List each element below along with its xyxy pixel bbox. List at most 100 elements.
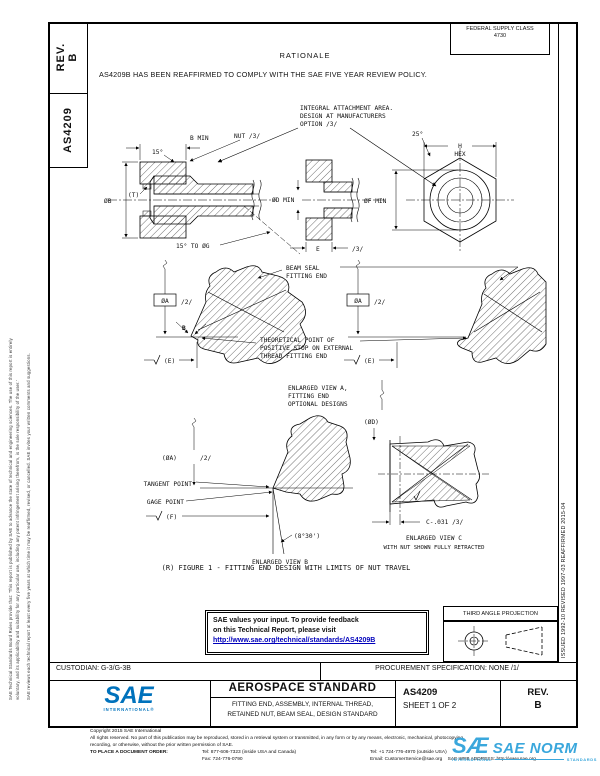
hex-label: HEX	[454, 151, 465, 158]
left-margin-note-1: SAE Technical Standards Board Rules prov…	[8, 338, 13, 700]
dia-b-label: ØB	[104, 197, 112, 205]
dia-a-box-right: ØA	[354, 297, 362, 305]
third-angle-projection-icon	[458, 626, 543, 656]
web-address: SAE WEB ADDRESS: http://www.sae.org	[447, 756, 536, 762]
theoretical-line1: THEORETICAL POINT OF	[260, 337, 335, 344]
feedback-box: SAE values your input. To provide feedba…	[205, 610, 429, 655]
sheet-number: SHEET 1 OF 2	[403, 701, 457, 710]
enlarged-b-caption: ENLARGED VIEW B	[252, 559, 308, 566]
enlarged-view-b	[200, 415, 353, 555]
left-margin-note-2: voluntary, and its applicability and sui…	[15, 380, 20, 700]
copyright-line1: Copyright 2015 SAE International	[90, 729, 162, 734]
titleblock-top-border	[48, 662, 576, 663]
fsc-line2: 4730	[493, 33, 507, 40]
figure-caption: (R) FIGURE 1 - FITTING END DESIGN WITH L…	[162, 564, 411, 572]
fax-number: Fax: 724-776-0790	[202, 756, 243, 762]
cell-divider-2	[395, 680, 396, 726]
angle-830-label: (8°30')	[294, 532, 320, 540]
e-dim-label: E	[316, 246, 320, 253]
enlarged-view-a-left	[156, 265, 307, 364]
watermark-name: SAE NORM	[492, 740, 578, 757]
titleblock-row-divider	[48, 680, 576, 681]
c-dim-label: C-.031 /3/	[426, 519, 464, 526]
flag2-left: /2/	[181, 299, 192, 306]
enlarged-a-line2: FITTING END	[288, 393, 329, 400]
nut-label: NUT /3/	[234, 133, 260, 140]
sae-logo: SAE	[104, 682, 154, 709]
gage-point-label: GAGE POINT	[147, 499, 185, 506]
sae-logo-cell: SAE INTERNATIONAL®	[48, 680, 210, 726]
theoretical-line2: POSITIVE STOP ON EXTERNAL	[260, 345, 353, 352]
rev-cell: REV. B	[500, 680, 576, 726]
tangent-point-label: TANGENT POINT	[144, 481, 193, 488]
integral-note-line3: OPTION /3/	[300, 121, 338, 128]
watermark-divider-line	[495, 759, 564, 760]
federal-supply-class-box: FEDERAL SUPPLY CLASS 4730	[450, 22, 550, 55]
copyright-line3: recording, or otherwise, without the pri…	[90, 742, 234, 748]
projection-symbol-box	[443, 621, 558, 662]
doc-number-box: AS4209	[48, 94, 88, 168]
drawing-frame	[48, 22, 578, 728]
standard-title-cell: AEROSPACE STANDARD FITTING END, ASSEMBLY…	[210, 680, 395, 726]
hex-view-dims: H HEX 25° ØF MIN	[364, 130, 497, 231]
titleblock-rev-value: B	[534, 700, 542, 711]
titleblock-rev-label: REV.	[527, 687, 549, 698]
enlarged-c-caption-line1: ENLARGED VIEW C	[406, 535, 462, 542]
integral-note-line1: INTEGRAL ATTACHMENT AREA.	[300, 105, 393, 112]
standard-type: AEROSPACE STANDARD	[210, 680, 395, 698]
section-view-nut-forward-dims: ØB B MIN NUT /3/ 15° (T) 15° TO ØG	[104, 133, 271, 250]
rev-box: REV. B	[48, 22, 88, 94]
dia-a-ref-label: (ØA)	[162, 454, 177, 462]
rev-value: B	[67, 53, 80, 62]
detail-b-marker: B	[182, 325, 186, 332]
surface-finish-check-icon	[413, 490, 421, 501]
enlarged-view-a-right	[348, 267, 547, 364]
cell-divider-3	[500, 680, 501, 726]
watermark-sub-left: INTERNATIONAL	[452, 757, 493, 762]
rev-label: REV.	[55, 43, 68, 72]
integral-attachment-note: INTEGRAL ATTACHMENT AREA. DESIGN AT MANU…	[217, 105, 437, 187]
b-min-label: B MIN	[190, 135, 209, 142]
watermark-sub-right: STANDARDS	[566, 757, 597, 762]
enlarged-view-c-dims: (ØD) C-.031 /3/ ENLARGED VIEW C WITH NUT…	[364, 418, 485, 551]
flag2-right: /2/	[374, 299, 385, 306]
integral-note-line2: DESIGN AT MANUFACTURERS	[300, 113, 386, 120]
section-view-nut-retracted	[302, 159, 384, 241]
theoretical-point-note: THEORETICAL POINT OF POSITIVE STOP ON EX…	[201, 336, 467, 360]
hex-end-view	[406, 148, 514, 252]
figure-1-drawing: INTEGRAL ATTACHMENT AREA. DESIGN AT MANU…	[104, 105, 547, 572]
flag2-view-b: /2/	[200, 455, 211, 462]
standard-subtitle-2: RETAINED NUT, BEAM SEAL, DESIGN STANDARD	[227, 710, 378, 718]
standard-subtitle-1: FITTING END, ASSEMBLY, INTERNAL THREAD,	[231, 701, 374, 708]
cone-label: 15° TO ØG	[176, 242, 210, 250]
feedback-link[interactable]: http://www.sae.org/technical/standards/A…	[213, 637, 376, 645]
sae-norm-watermark: SÆ SAE NORM INTERNATIONAL STANDARDS	[452, 735, 597, 763]
tel-outside: Tel: +1 724-776-4970 (outside USA)	[370, 749, 447, 755]
custodian-divider	[320, 662, 321, 680]
theoretical-line3: THREAD FITTING END	[260, 353, 327, 360]
cell-divider-1	[210, 680, 211, 726]
surface-e-right: (E)	[364, 358, 375, 365]
enlarged-view-a-right-dims: ØA /2/ (E)	[344, 259, 398, 368]
projection-label: THIRD ANGLE PROJECTION	[463, 611, 538, 617]
beam-seal-line1: BEAM SEAL	[286, 265, 320, 272]
dia-a-box-left: ØA	[161, 297, 169, 305]
e-dimension: E /3/	[290, 242, 363, 253]
sae-logo-subtext: INTERNATIONAL®	[103, 707, 155, 712]
enlarged-view-a-left-dims: ØA /2/ B (E)	[144, 259, 207, 368]
enlarged-a-line3: OPTIONAL DESIGNS	[288, 401, 348, 408]
feedback-line1: SAE values your input. To provide feedba…	[213, 617, 359, 624]
h-dim-label: H	[458, 143, 462, 150]
copyright-block: Copyright 2015 SAE International All rig…	[90, 729, 570, 764]
enlarged-view-c	[378, 436, 490, 520]
rationale-title: RATIONALE	[279, 51, 331, 60]
enlarged-view-b-dims: (ØA) /2/ TANGENT POINT GAGE POINT (F) (8…	[144, 417, 320, 566]
t-ref-label: (T)	[128, 192, 139, 199]
angle-15-label: 15°	[152, 148, 163, 156]
email-contact: Email: CustomerService@sae.org	[370, 756, 443, 762]
beam-seal-line2: FITTING END	[286, 273, 327, 280]
surface-f-label: (F)	[166, 514, 177, 521]
procurement-cell: PROCUREMENT SPECIFICATION: NONE /1/	[375, 665, 519, 672]
issued-revised-note: ISSUED 1992-10 REVISED 1997-03 REAFFIRME…	[561, 502, 567, 658]
